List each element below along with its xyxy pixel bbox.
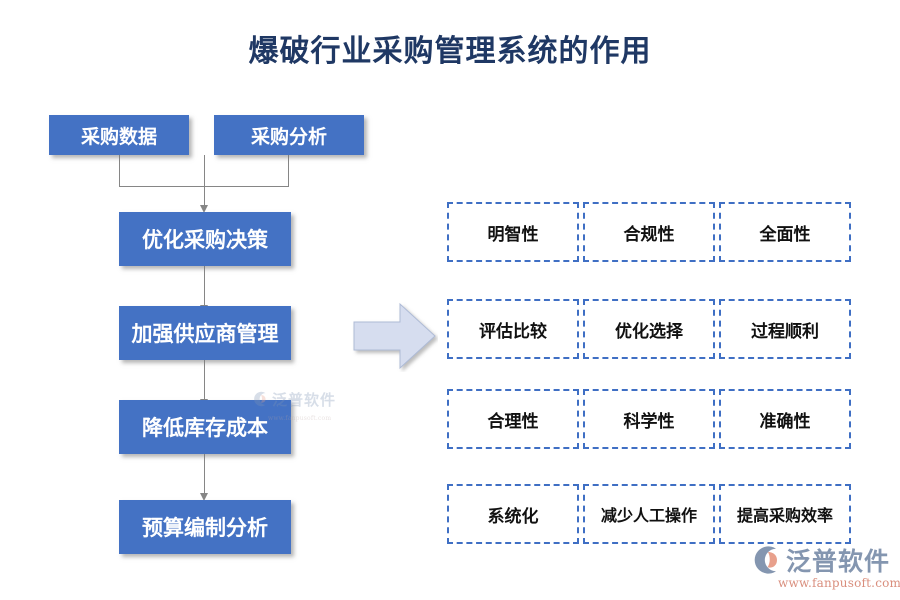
right-block-arrow-icon <box>353 302 436 370</box>
benefit-cell[interactable]: 减少人工操作 <box>583 484 715 544</box>
benefit-cell[interactable]: 明智性 <box>447 202 579 262</box>
benefit-cell[interactable]: 合理性 <box>447 389 579 449</box>
benefit-cell[interactable]: 过程顺利 <box>719 299 851 359</box>
brand-url: www.fanpusoft.com <box>778 576 900 590</box>
connector-step2-step3 <box>204 360 205 402</box>
benefit-cell[interactable]: 全面性 <box>719 202 851 262</box>
connector-step1-step2 <box>204 266 205 308</box>
down-arrow-icon <box>199 205 208 213</box>
page-title: 爆破行业采购管理系统的作用 <box>248 34 652 69</box>
benefit-cell[interactable]: 评估比较 <box>447 299 579 359</box>
down-arrow-icon <box>199 493 208 501</box>
connector-step3-step4 <box>204 454 205 496</box>
benefit-cell[interactable]: 提高采购效率 <box>719 484 851 544</box>
connector-input1-stub <box>119 155 120 186</box>
flow-input-box-2[interactable]: 采购分析 <box>214 115 364 155</box>
benefit-cell[interactable]: 科学性 <box>583 389 715 449</box>
benefit-cell[interactable]: 准确性 <box>719 389 851 449</box>
flow-step-box-2[interactable]: 加强供应商管理 <box>119 306 291 360</box>
benefit-cell[interactable]: 系统化 <box>447 484 579 544</box>
flow-step-box-4[interactable]: 预算编制分析 <box>119 500 291 554</box>
fanpu-logo-mark-icon <box>754 546 778 574</box>
benefit-cell[interactable]: 优化选择 <box>583 299 715 359</box>
connector-to-step1 <box>204 155 205 207</box>
benefit-cell[interactable]: 合规性 <box>583 202 715 262</box>
connector-input2-stub <box>288 155 289 186</box>
flow-input-box-1[interactable]: 采购数据 <box>49 115 189 155</box>
flow-step-box-3[interactable]: 降低库存成本 <box>119 400 291 454</box>
brand-logo: 泛普软件 www.fanpusoft.com <box>752 543 900 593</box>
flow-step-box-1[interactable]: 优化采购决策 <box>119 212 291 266</box>
brand-name: 泛普软件 <box>786 547 891 576</box>
